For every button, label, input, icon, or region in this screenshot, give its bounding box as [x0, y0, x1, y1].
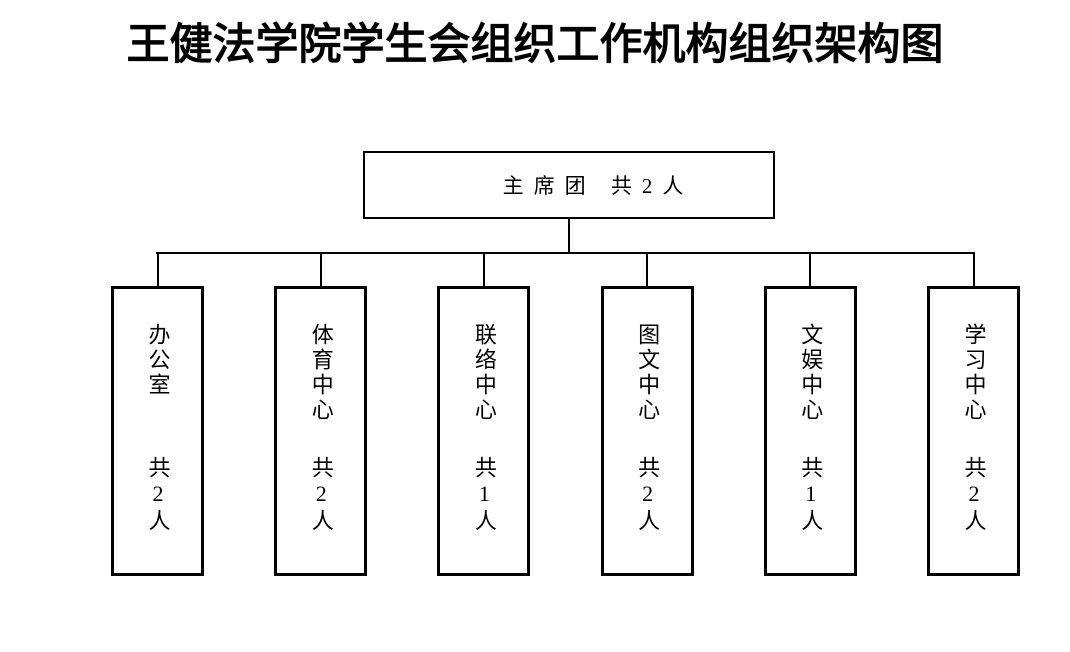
department-node-1: 办公室共2人 — [111, 286, 204, 576]
page-title: 王健法学院学生会组织工作机构组织架构图 — [126, 20, 944, 70]
root-node-presidium: 主席团 共2人 — [363, 151, 775, 219]
department-node-2: 体育中心共2人 — [274, 286, 368, 576]
department-name: 学习中心 — [961, 323, 987, 423]
connector-drop-6 — [972, 252, 975, 287]
department-name: 办公室 — [145, 323, 171, 398]
department-headcount: 共1人 — [471, 456, 497, 534]
department-node-4: 图文中心共2人 — [600, 286, 694, 576]
department-headcount: 共1人 — [798, 456, 824, 534]
department-headcount: 共2人 — [635, 456, 661, 534]
department-node-5: 文娱中心共1人 — [763, 286, 857, 576]
connector-horizontal-rail — [156, 252, 975, 254]
department-name: 体育中心 — [308, 323, 334, 423]
department-node-3: 联络中心共1人 — [437, 286, 531, 576]
department-headcount: 共2人 — [145, 456, 171, 534]
connector-drop-4 — [646, 252, 649, 287]
connector-root-stub — [568, 219, 570, 253]
department-node-6: 学习中心共2人 — [927, 286, 1020, 576]
connector-drop-1 — [156, 252, 159, 287]
root-node-label: 主席团 共2人 — [502, 174, 694, 198]
department-name: 文娱中心 — [798, 323, 824, 423]
department-name: 图文中心 — [635, 323, 661, 423]
department-headcount: 共2人 — [308, 456, 334, 534]
department-name: 联络中心 — [471, 323, 497, 423]
connector-drop-3 — [482, 252, 485, 287]
connector-drop-5 — [809, 252, 812, 287]
connector-drop-2 — [319, 252, 322, 287]
department-headcount: 共2人 — [961, 456, 987, 534]
